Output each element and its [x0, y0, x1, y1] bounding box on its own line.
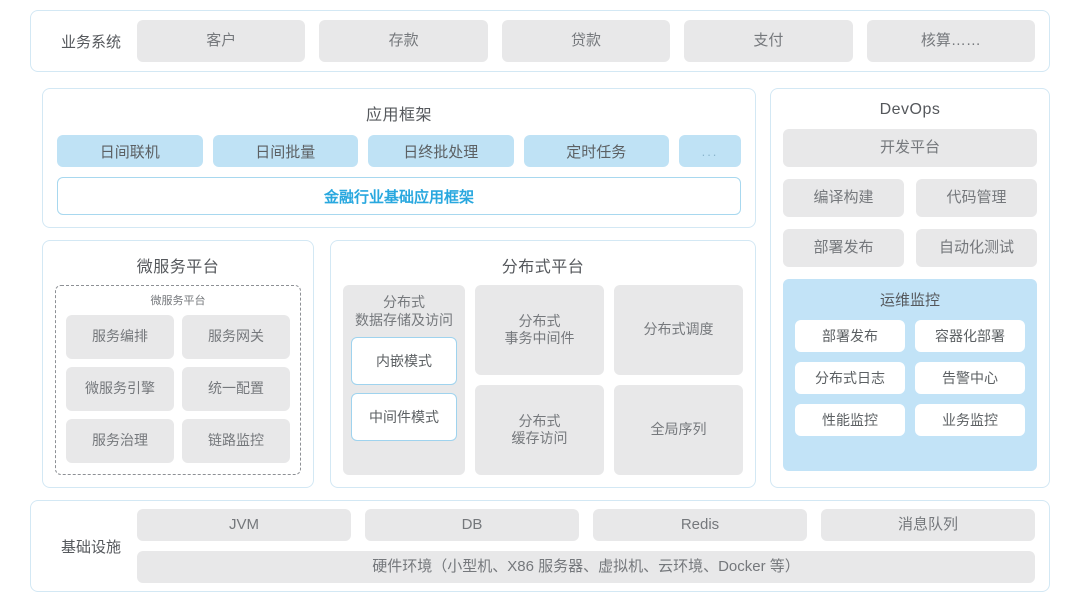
ops-monitoring-item[interactable]: 分布式日志	[795, 362, 905, 394]
ops-monitoring-item[interactable]: 告警中心	[915, 362, 1025, 394]
distributed-storage-mode[interactable]: 中间件模式	[351, 393, 457, 442]
distributed-item[interactable]: 全局序列	[614, 385, 743, 475]
microservice-inner-box: 微服务平台 服务编排 服务网关 微服务引擎 统一配置 服务治理 链路监控	[55, 285, 301, 475]
distributed-item-text: 分布式 事务中间件	[505, 313, 575, 348]
devops-item[interactable]: 自动化测试	[916, 229, 1037, 267]
microservice-item[interactable]: 链路监控	[182, 419, 290, 463]
financial-base-framework-bar[interactable]: 金融行业基础应用框架	[57, 177, 741, 215]
distributed-storage-block[interactable]: 分布式 数据存储及访问 内嵌模式 中间件模式	[343, 285, 465, 475]
right-column: DevOps 开发平台 编译构建 代码管理 部署发布 自动化测试 运维监控 部署…	[770, 88, 1050, 488]
devops-title: DevOps	[879, 101, 941, 118]
microservice-platform-panel: 微服务平台 微服务平台 服务编排 服务网关 微服务引擎 统一配置 服务治理 链路…	[42, 240, 314, 488]
distributed-item[interactable]: 分布式 缓存访问	[475, 385, 604, 475]
distributed-item-text: 全局序列	[651, 421, 707, 439]
microservice-platform-title: 微服务平台	[136, 259, 220, 276]
distributed-items-grid: 分布式 事务中间件 分布式调度 分布式 缓存访问	[475, 285, 743, 475]
distributed-item-line2: 缓存访问	[511, 430, 568, 446]
microservice-item[interactable]: 统一配置	[182, 367, 290, 411]
microservice-inner-title: 微服务平台	[150, 295, 206, 307]
business-systems-panel: 业务系统 客户 存款 贷款 支付 核算……	[30, 10, 1050, 72]
business-system-item[interactable]: 客户	[137, 20, 306, 62]
ops-monitoring-item[interactable]: 容器化部署	[915, 320, 1025, 352]
distributed-item-line1: 分布式	[518, 312, 561, 329]
distributed-item-line1: 分布式	[518, 412, 561, 429]
ops-monitoring-title: 运维监控	[879, 292, 940, 309]
devops-platform-item[interactable]: 开发平台	[783, 129, 1037, 167]
middle-area: 应用框架 日间联机 日间批量 日终批处理 定时任务 ... 金融行业基础应用框架…	[30, 88, 1050, 488]
devops-pair-row: 编译构建 代码管理	[783, 179, 1037, 217]
business-system-item[interactable]: 核算……	[866, 20, 1036, 62]
infrastructure-items: JVM DB Redis 消息队列	[137, 509, 1035, 541]
distributed-platform-panel: 分布式平台 分布式 数据存储及访问 内嵌模式 中间件模式 分布式	[330, 240, 756, 488]
distributed-item-line2: 事务中间件	[504, 330, 575, 346]
devops-panel: DevOps 开发平台 编译构建 代码管理 部署发布 自动化测试 运维监控 部署…	[770, 88, 1050, 488]
microservice-item[interactable]: 服务网关	[182, 315, 290, 359]
distributed-item-text: 分布式调度	[644, 321, 714, 339]
infrastructure-body: JVM DB Redis 消息队列 硬件环境（小型机、X86 服务器、虚拟机、云…	[137, 509, 1035, 583]
devops-pair-row: 部署发布 自动化测试	[783, 229, 1037, 267]
app-framework-item[interactable]: 日间批量	[212, 135, 358, 167]
app-framework-item[interactable]: 日间联机	[57, 135, 203, 167]
application-framework-panel: 应用框架 日间联机 日间批量 日终批处理 定时任务 ... 金融行业基础应用框架	[42, 88, 756, 228]
business-systems-label: 业务系统	[60, 33, 121, 51]
distributed-storage-title-line2: 数据存储及访问	[355, 312, 453, 329]
app-framework-item[interactable]: 日终批处理	[368, 135, 514, 167]
devops-item[interactable]: 编译构建	[783, 179, 904, 217]
distributed-platform-body: 分布式 数据存储及访问 内嵌模式 中间件模式 分布式 事务中间件	[343, 285, 743, 475]
distributed-storage-mode[interactable]: 内嵌模式	[351, 337, 457, 386]
ops-monitoring-item[interactable]: 业务监控	[915, 404, 1025, 436]
business-system-item[interactable]: 贷款	[501, 20, 671, 62]
infrastructure-item[interactable]: Redis	[593, 509, 807, 541]
distributed-item-text: 分布式 缓存访问	[512, 413, 568, 448]
distributed-item-line1: 分布式调度	[643, 321, 714, 338]
business-system-item[interactable]: 支付	[684, 20, 853, 62]
business-systems-items: 客户 存款 贷款 支付 核算……	[137, 20, 1036, 62]
devops-item[interactable]: 部署发布	[783, 229, 904, 267]
ops-monitoring-block: 运维监控 部署发布 容器化部署 分布式日志 告警中心 性能监控 业务监控	[783, 279, 1037, 471]
distributed-storage-title: 分布式 数据存储及访问	[351, 293, 457, 329]
business-system-item[interactable]: 存款	[319, 20, 488, 62]
infrastructure-item[interactable]: 消息队列	[821, 509, 1035, 541]
app-framework-more-item[interactable]: ...	[679, 135, 741, 167]
app-framework-item[interactable]: 定时任务	[523, 135, 669, 167]
infrastructure-label: 基础设施	[60, 538, 121, 556]
distributed-item[interactable]: 分布式调度	[614, 285, 743, 375]
infrastructure-item[interactable]: JVM	[137, 509, 351, 541]
hardware-environment-row: 硬件环境（小型机、X86 服务器、虚拟机、云环境、Docker 等）	[137, 551, 1035, 583]
ops-monitoring-grid: 部署发布 容器化部署 分布式日志 告警中心 性能监控 业务监控	[795, 320, 1025, 436]
application-framework-items: 日间联机 日间批量 日终批处理 定时任务 ...	[57, 135, 741, 167]
infrastructure-panel: 基础设施 JVM DB Redis 消息队列 硬件环境（小型机、X86 服务器、…	[30, 500, 1050, 592]
distributed-storage-title-line1: 分布式	[383, 294, 425, 310]
distributed-item-line1: 全局序列	[650, 421, 707, 438]
distributed-platform-title: 分布式平台	[501, 259, 585, 276]
application-framework-title: 应用框架	[365, 107, 432, 124]
microservice-items-grid: 服务编排 服务网关 微服务引擎 统一配置 服务治理 链路监控	[66, 315, 290, 463]
infrastructure-item[interactable]: DB	[365, 509, 579, 541]
left-column: 应用框架 日间联机 日间批量 日终批处理 定时任务 ... 金融行业基础应用框架…	[42, 88, 756, 488]
devops-item[interactable]: 代码管理	[916, 179, 1037, 217]
hardware-environment-item[interactable]: 硬件环境（小型机、X86 服务器、虚拟机、云环境、Docker 等）	[137, 551, 1035, 583]
distributed-item[interactable]: 分布式 事务中间件	[475, 285, 604, 375]
ops-monitoring-item[interactable]: 部署发布	[795, 320, 905, 352]
microservice-item[interactable]: 服务编排	[66, 315, 174, 359]
ops-monitoring-item[interactable]: 性能监控	[795, 404, 905, 436]
microservice-item[interactable]: 微服务引擎	[66, 367, 174, 411]
microservice-item[interactable]: 服务治理	[66, 419, 174, 463]
